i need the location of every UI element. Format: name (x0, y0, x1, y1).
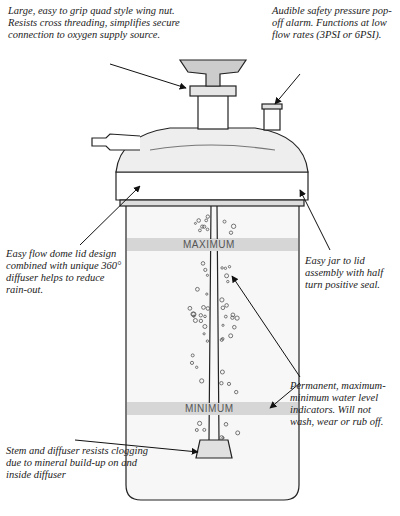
leader-line (80, 186, 140, 245)
outlet-nozzle (92, 134, 140, 150)
bubble (206, 215, 209, 218)
seal-note: Easy jar to lid assembly with half turn … (305, 255, 395, 291)
bubble (193, 319, 197, 323)
bubble (201, 225, 204, 228)
pop-off-alarm (264, 108, 280, 130)
leader-line (275, 74, 300, 104)
bubble (225, 274, 229, 278)
bubble (236, 431, 240, 435)
dome-lid (116, 128, 308, 172)
bubble (229, 334, 233, 338)
nut-base (190, 86, 236, 96)
diffuser-note: Stem and diffuser resists clogging due t… (6, 445, 151, 481)
min-band (127, 402, 298, 415)
bubble (188, 306, 192, 310)
bubble (199, 319, 202, 322)
bubble (206, 340, 208, 342)
lid-label (150, 145, 275, 150)
bubble (203, 333, 205, 335)
diffuser (196, 440, 232, 458)
bubble (196, 287, 200, 291)
jar-body (126, 205, 299, 500)
indicator-note: Permanent, maximum-minimum water level i… (290, 380, 396, 428)
bubble (197, 219, 201, 223)
bubble (220, 338, 223, 341)
bubble (194, 222, 196, 224)
bubble (196, 366, 198, 368)
bubble (231, 313, 235, 317)
bubble (225, 304, 229, 308)
bubble (233, 325, 237, 329)
bubble (220, 382, 223, 385)
bubble (201, 262, 205, 266)
alarm-cap (262, 104, 282, 109)
bubble (192, 312, 196, 316)
bubble (191, 354, 194, 357)
bubble (224, 423, 228, 427)
bubble (221, 306, 225, 310)
leader-line (110, 64, 186, 88)
bubble (206, 228, 209, 231)
bubble (223, 220, 226, 223)
bubble (206, 274, 208, 276)
bubble (204, 315, 207, 318)
bubble (190, 361, 193, 364)
bubble (220, 370, 224, 374)
bubble (229, 231, 232, 234)
lid-note: Easy flow dome lid design combined with … (6, 248, 124, 296)
bubble (224, 267, 226, 269)
bubble (199, 314, 202, 317)
leader-line (300, 190, 330, 250)
bubble (204, 268, 207, 271)
bubble (203, 428, 206, 431)
level-label: MINIMUM (183, 403, 236, 415)
bubble (222, 324, 224, 326)
bubble (202, 306, 206, 310)
lid-skirt (116, 172, 308, 200)
max-band (127, 238, 298, 251)
bubble (200, 379, 204, 383)
bubble (198, 421, 202, 425)
bubble (235, 390, 238, 393)
bubble (205, 219, 208, 222)
neck (198, 95, 228, 129)
bubble (228, 266, 230, 268)
bubble (220, 436, 224, 440)
bubble (195, 429, 198, 432)
bubble (231, 224, 235, 228)
wing-nut (180, 60, 246, 86)
level-label: MAXIMUM (181, 239, 237, 251)
bubble (222, 437, 224, 439)
bubble (224, 315, 227, 318)
wing-nut-note: Large, easy to grip quad style wing nut.… (8, 5, 203, 41)
bubble (220, 298, 224, 302)
alarm-note: Audible safety pressure pop-off alarm. F… (272, 5, 394, 41)
bubble (227, 382, 230, 385)
bubble (227, 280, 229, 282)
bubble (221, 267, 223, 269)
bubble (235, 316, 239, 320)
bubble (199, 229, 202, 232)
bubble (206, 293, 208, 295)
bubble (203, 325, 207, 329)
lid-ring (120, 200, 304, 206)
bubble (191, 312, 195, 316)
leader-line (232, 276, 300, 377)
bubble (206, 307, 210, 311)
